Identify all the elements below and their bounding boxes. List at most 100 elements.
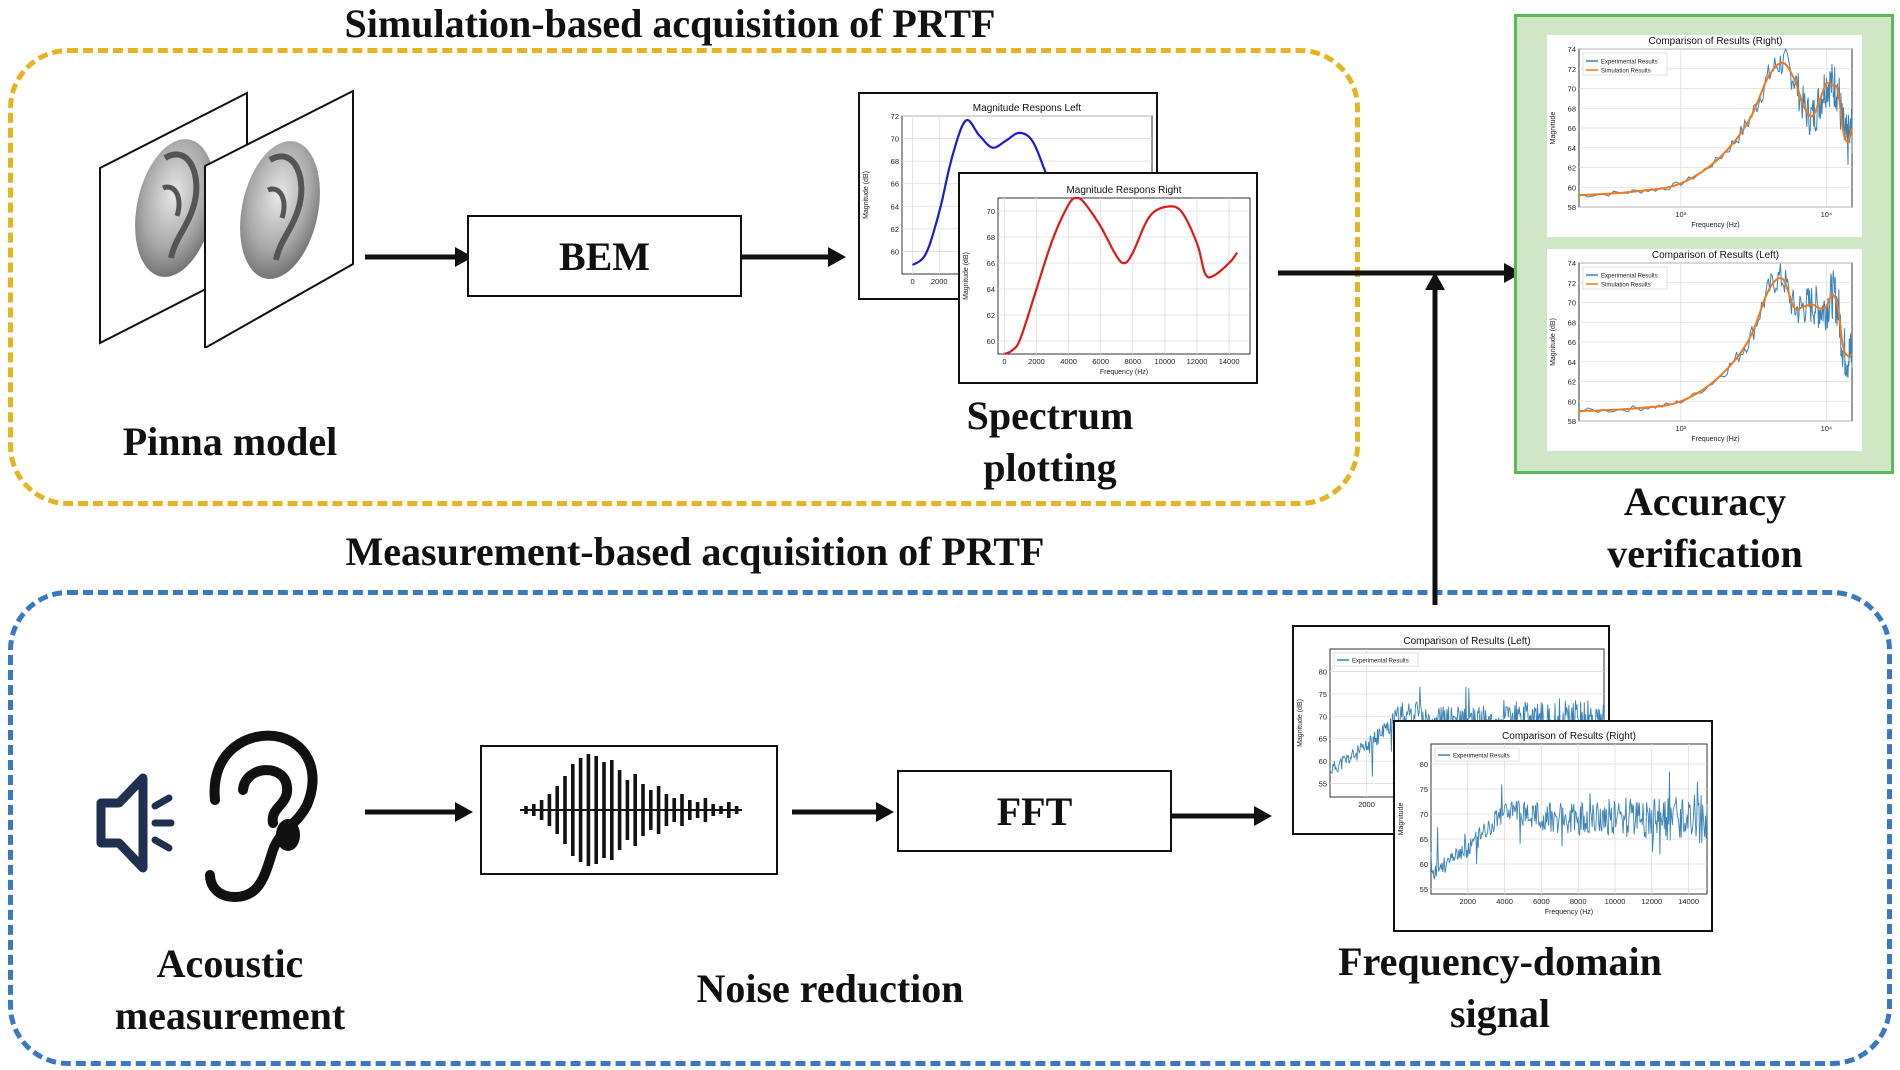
- x-tick-label: 4000: [1496, 897, 1513, 906]
- y-tick-label: 60: [987, 337, 995, 346]
- y-tick-label: 66: [1568, 338, 1576, 347]
- y-tick-label: 68: [1568, 318, 1576, 327]
- y-tick-label: 60: [1568, 183, 1576, 192]
- y-tick-label: 65: [1420, 835, 1428, 844]
- x-tick-label: 14000: [1678, 897, 1699, 906]
- y-tick-label: 70: [1568, 85, 1576, 94]
- y-tick-label: 64: [1568, 144, 1576, 153]
- arrow-bem-to-spectrum: [742, 247, 846, 267]
- chart-title: Comparison of Results (Left): [1652, 250, 1779, 261]
- chart-title: Magnitude Respons Left: [973, 103, 1082, 114]
- y-tick-label: 72: [891, 112, 899, 121]
- accuracy-verification-label-1: Accuracy: [1623, 479, 1787, 524]
- y-axis-label: Magnitude: [1550, 112, 1557, 145]
- x-tick-label: 6000: [1092, 357, 1109, 366]
- x-tick-label: 8000: [1124, 357, 1141, 366]
- chart-title: Comparison of Results (Right): [1649, 36, 1783, 47]
- y-tick-label: 62: [891, 225, 899, 234]
- y-axis-label: Magnitude (dB): [863, 171, 870, 219]
- x-tick-label: 14000: [1219, 357, 1240, 366]
- y-tick-label: 55: [1319, 780, 1327, 789]
- y-tick-label: 70: [891, 135, 899, 144]
- x-tick-label: 2000: [1028, 357, 1045, 366]
- x-tick-label: 8000: [1570, 897, 1587, 906]
- y-axis-label: Magnitude (dB): [963, 252, 970, 300]
- arrow-fft-to-frequency: [1172, 806, 1272, 826]
- simulation-section-title: Simulation-based acquisition of PRTF: [250, 0, 1090, 48]
- arrow-pinna-to-bem: [365, 247, 473, 267]
- legend-label: Simulation Results: [1601, 69, 1651, 75]
- compare-left-plot: Comparison of Results (Left) 58 60 62 64 66 68…: [1547, 249, 1862, 451]
- y-tick-label: 55: [1420, 885, 1428, 894]
- legend-label: Experimental Results: [1352, 659, 1409, 665]
- series-line: [912, 118, 1047, 266]
- x-tick-label: 2000: [931, 277, 948, 286]
- x-tick-label: 12000: [1187, 357, 1208, 366]
- arrow-noise-to-fft: [792, 802, 894, 822]
- ear-outline-icon: [205, 730, 318, 903]
- y-tick-label: 60: [1319, 757, 1327, 766]
- x-tick-label: 6000: [1533, 897, 1550, 906]
- spectrum-plotting-label-2: plotting: [983, 445, 1117, 490]
- accuracy-panel: Comparison of Results (Right) 58 60 62 64 66 6…: [1514, 14, 1894, 474]
- y-axis-label: Magnitude: [1398, 803, 1405, 836]
- experimental-line: [1578, 263, 1853, 414]
- y-tick-label: 65: [1319, 735, 1327, 744]
- x-tick-label: 10³: [1675, 210, 1686, 219]
- y-tick-label: 64: [891, 202, 899, 211]
- waveform-box: [480, 745, 778, 875]
- x-tick-label: 4000: [1060, 357, 1077, 366]
- arrow-measurement-to-noise: [365, 802, 473, 822]
- y-tick-label: 80: [1420, 760, 1428, 769]
- y-tick-label: 62: [987, 311, 995, 320]
- legend-box: [1582, 266, 1668, 290]
- arrow-to-accuracy: [1278, 263, 1522, 605]
- y-tick-label: 70: [1319, 712, 1327, 721]
- legend-box: [1434, 747, 1520, 762]
- y-tick-label: 60: [891, 247, 899, 256]
- x-axis-label: Frequency (Hz): [1100, 369, 1148, 376]
- x-axis-label: Frequency (Hz): [1691, 222, 1739, 229]
- x-tick-label: 0: [911, 277, 915, 286]
- y-tick-label: 74: [1568, 259, 1576, 268]
- y-axis-label: Magnitude (dB): [1297, 699, 1304, 747]
- y-tick-label: 70: [1568, 299, 1576, 308]
- noise-reduction-label: Noise reduction: [696, 966, 964, 1011]
- x-tick-label: 2000: [1358, 800, 1375, 809]
- x-tick-label: 10⁴: [1821, 424, 1833, 433]
- x-tick-label: 10000: [1605, 897, 1626, 906]
- x-tick-label: 12000: [1641, 897, 1662, 906]
- y-tick-label: 60: [1420, 860, 1428, 869]
- y-tick-label: 70: [1420, 810, 1428, 819]
- fft-box: FFT: [897, 770, 1172, 852]
- speaker-icon: [96, 773, 175, 873]
- y-tick-label: 72: [1568, 279, 1576, 288]
- simulation-line: [1578, 61, 1853, 197]
- simulation-region: [8, 48, 1360, 506]
- legend-box: [1582, 52, 1668, 76]
- y-tick-label: 68: [1568, 104, 1576, 113]
- y-tick-label: 66: [891, 180, 899, 189]
- series-line: [1004, 196, 1239, 356]
- y-tick-label: 64: [1568, 358, 1576, 367]
- x-axis-label: Frequency (Hz): [1691, 436, 1739, 443]
- y-axis-label: Magnitude (dB): [1550, 318, 1557, 366]
- legend-label: Experimental Results: [1453, 754, 1510, 760]
- legend-label: Experimental Results: [1601, 274, 1658, 280]
- spectrum-plotting-label-1: Spectrum: [966, 393, 1134, 438]
- acoustic-measurement-label-1: Acoustic: [156, 941, 304, 986]
- y-tick-label: 60: [1568, 397, 1576, 406]
- ear-model-icon: [99, 89, 354, 348]
- legend-label: Experimental Results: [1601, 60, 1658, 66]
- legend-box: [1333, 652, 1419, 667]
- y-tick-label: 62: [1568, 378, 1576, 387]
- frequency-domain-label-2: signal: [1449, 991, 1551, 1036]
- y-tick-label: 62: [1568, 164, 1576, 173]
- y-tick-label: 75: [1319, 690, 1327, 699]
- y-tick-label: 58: [1568, 417, 1576, 426]
- experimental-line: [1430, 771, 1708, 881]
- y-tick-label: 74: [1568, 45, 1576, 54]
- bem-box: BEM: [467, 215, 742, 297]
